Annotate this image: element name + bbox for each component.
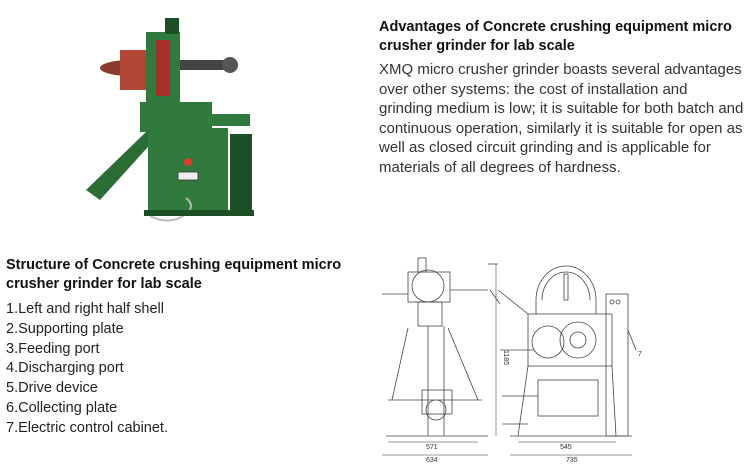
- support-plate: [140, 102, 212, 132]
- list-item: 1.Left and right half shell: [6, 301, 164, 317]
- top-ledge: [210, 114, 250, 126]
- shaft-end: [222, 57, 238, 73]
- feeding-port: [165, 18, 179, 34]
- drive-shaft: [180, 60, 230, 70]
- collecting-plate: [86, 130, 156, 200]
- cabinet-body: [148, 128, 228, 212]
- advantages-section: Advantages of Concrete crushing equipmen…: [379, 18, 745, 178]
- crusher-disc: [156, 40, 170, 96]
- advantages-title: Advantages of Concrete crushing equipmen…: [379, 19, 732, 54]
- dim-right-outer: 735: [566, 457, 578, 462]
- list-item: 3.Feeding port: [6, 340, 100, 357]
- cabinet-side: [230, 134, 252, 212]
- list-item: 5.Drive device: [6, 380, 98, 397]
- structure-title: Structure of Concrete crushing equipment…: [6, 257, 342, 292]
- switch-panel: [177, 171, 199, 181]
- side-view: [382, 257, 501, 456]
- technical-drawing: 1185 571 634 7 545 735: [382, 257, 642, 462]
- dim-left-outer: 634: [426, 457, 438, 462]
- dim-left-inner: 571: [426, 444, 438, 451]
- base-foot: [144, 210, 254, 216]
- dim-right-inner: 545: [560, 444, 572, 451]
- dim-height: 1185: [502, 350, 509, 365]
- front-view: [497, 265, 637, 456]
- list-item: 7.Electric control cabinet.: [6, 419, 168, 436]
- list-item: 2.Supporting plate: [6, 320, 124, 337]
- callout-7: 7: [638, 351, 642, 358]
- advantages-body: XMQ micro crusher grinder boasts several…: [379, 61, 744, 176]
- indicator-light: [184, 158, 192, 166]
- structure-list: 1.Left and right half shell 2.Supporting…: [6, 300, 366, 439]
- crusher-photo: [86, 18, 254, 222]
- list-item: 6.Collecting plate: [6, 399, 118, 416]
- motor-body: [120, 50, 148, 90]
- list-item: 4.Discharging port: [6, 360, 124, 377]
- structure-section: Structure of Concrete crushing equipment…: [6, 256, 366, 439]
